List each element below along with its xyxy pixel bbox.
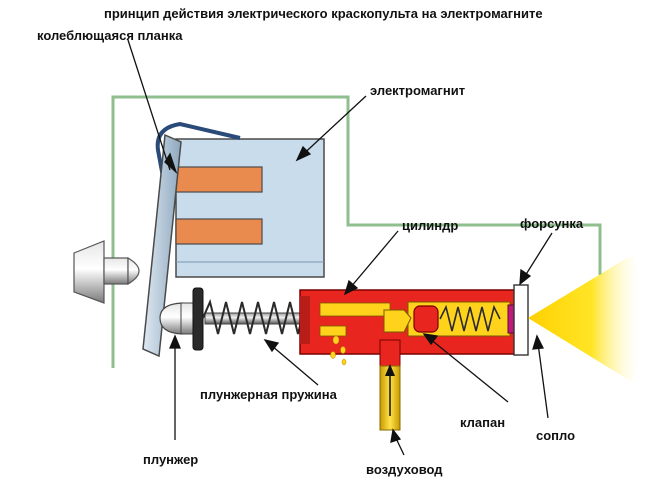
label-cylinder: цилиндр	[402, 218, 459, 233]
label-nozzle-body: форсунка	[520, 216, 584, 231]
label-plunger: плунжер	[143, 452, 199, 467]
label-air-duct: воздуховод	[366, 462, 443, 477]
valve	[383, 305, 439, 333]
leader-lines	[127, 39, 553, 456]
oscillating-plate	[142, 133, 182, 358]
air-duct	[379, 339, 401, 431]
coil-upper	[175, 166, 263, 193]
plunger	[159, 287, 204, 351]
paint-drops	[330, 335, 347, 366]
label-oscillating-plate: колеблющаяся планка	[37, 28, 183, 43]
adjust-knob	[73, 240, 140, 304]
electromagnet	[175, 138, 325, 278]
label-valve: клапан	[460, 415, 506, 430]
nozzle-cap	[513, 284, 529, 356]
housing-frame	[111, 95, 602, 368]
label-electromagnet: электромагнит	[370, 83, 466, 98]
plunger-spring	[202, 298, 315, 335]
diagram-title: принцип действия электрического краскопу…	[104, 6, 543, 21]
coil-lower	[175, 218, 263, 245]
plate-hook	[155, 121, 241, 194]
spray-cone	[528, 255, 644, 382]
label-plunger-spring: плунжерная пружина	[200, 387, 337, 402]
label-nozzle-tip: сопло	[536, 428, 576, 443]
valve-spring	[439, 304, 501, 332]
